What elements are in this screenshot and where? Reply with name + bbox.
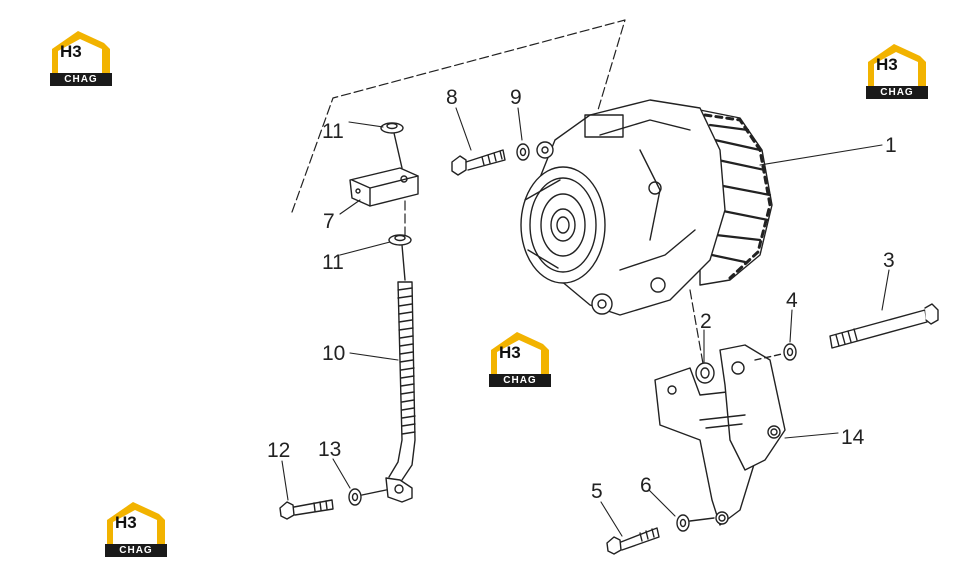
house-logo-icon [107, 502, 165, 544]
brand-logo-center: H3 CHAG [489, 330, 551, 388]
alternator [520, 99, 773, 316]
washer-part-9 [516, 143, 530, 161]
callout-11-lower: 11 [322, 251, 344, 274]
callout-12: 12 [267, 439, 290, 462]
callout-10: 10 [322, 342, 345, 365]
callout-9: 9 [510, 86, 522, 109]
house-logo-icon [868, 44, 926, 86]
callout-13: 13 [318, 438, 341, 461]
bolt-part-3 [829, 303, 939, 349]
spacer-part-2 [695, 362, 715, 384]
brand-logo-top-right: H3 CHAG [866, 42, 928, 100]
leader-lines [281, 107, 890, 537]
callout-2: 2 [700, 310, 712, 333]
terminal-block-part-7 [349, 167, 419, 207]
callout-5: 5 [591, 480, 603, 503]
logo-text: CHAG [105, 544, 167, 557]
brand-logo-top-left: H3 CHAG [50, 29, 112, 87]
nut-part-11-upper [380, 122, 404, 134]
bolt-part-8 [451, 149, 506, 176]
washer-part-13 [348, 488, 362, 506]
logo-brand: H3 [876, 55, 898, 74]
callout-1: 1 [885, 134, 897, 157]
bolt-part-12 [279, 499, 334, 520]
logo-text: CHAG [866, 86, 928, 99]
logo-brand: H3 [60, 42, 82, 61]
house-logo-icon [52, 31, 110, 73]
logo-text: CHAG [50, 73, 112, 86]
bolt-part-5 [606, 527, 660, 555]
callout-8: 8 [446, 86, 458, 109]
callout-labels: 1 2 3 4 5 6 7 8 9 10 11 11 12 13 14 [267, 86, 897, 503]
bracket-part-14 [654, 344, 786, 526]
house-logo-icon [491, 332, 549, 374]
logo-brand: H3 [499, 343, 521, 362]
logo-text: CHAG [489, 374, 551, 387]
brand-logo-bottom-left: H3 CHAG [105, 500, 167, 558]
cable-part-10 [385, 281, 416, 503]
nut-part-11-lower [388, 234, 412, 246]
washer-part-6 [676, 514, 690, 532]
callout-7: 7 [323, 210, 335, 233]
callout-3: 3 [883, 249, 895, 272]
callout-4: 4 [786, 289, 798, 312]
logo-brand: H3 [115, 513, 137, 532]
washer-part-4 [783, 343, 797, 361]
callout-6: 6 [640, 474, 652, 497]
callout-14: 14 [841, 426, 865, 449]
callout-11-upper: 11 [322, 120, 344, 143]
